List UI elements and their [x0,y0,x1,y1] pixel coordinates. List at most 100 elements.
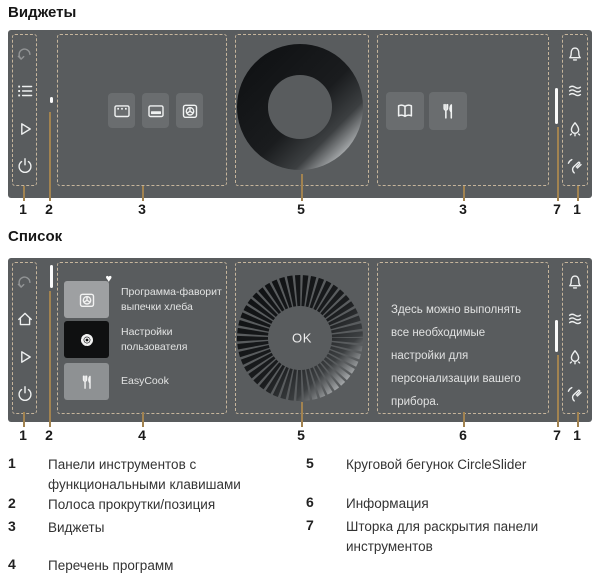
callout-line [557,355,559,427]
section-title-widgets: Виджеты [8,4,77,21]
callout-line [142,412,144,427]
legend-item: 3 Виджеты [8,518,298,538]
scroll-position-indicator[interactable] [50,97,53,103]
settings-tile-selected[interactable] [64,321,109,358]
home-button[interactable] [14,308,36,330]
power-button[interactable] [14,155,36,177]
callout-number: 3 [459,201,467,217]
callout-number: 2 [45,427,53,443]
legend-item: 4 Перечень программ [8,556,298,576]
oven-light-icon [565,347,585,367]
list-item[interactable]: ♥ Программа-фаворит выпечки хлеба [64,274,239,318]
start-button[interactable] [14,118,36,140]
callout-line [463,412,465,427]
widget-microwave[interactable] [176,93,203,128]
callout-number: 1 [19,427,27,443]
legend-item: 7 Шторка для раскрытия панели инструмент… [306,517,592,557]
toolbar-right [562,262,588,414]
legend-text: Круговой бегунок CircleSlider [346,457,527,472]
oven-light-icon [565,119,585,139]
callout-number: 6 [459,427,467,443]
info-region: Здесь можно выполнять все необходимые на… [377,262,549,414]
program-list-region: ♥ Программа-фаворит выпечки хлеба Настро… [57,262,227,414]
steam-icon [565,309,585,329]
legend-text: Полоса прокрутки/позиция [48,497,216,512]
legend-number: 6 [306,494,314,510]
steam-button[interactable] [564,308,586,330]
warming-drawer-icon [146,101,166,121]
legend-text: Виджеты [48,520,105,535]
program-tile-favorite[interactable]: ♥ [64,274,112,318]
legend-text: Панели инструментов с функциональными кл… [48,457,241,492]
callout-number: 5 [297,427,305,443]
toolbar-right [562,34,588,186]
callout-number: 7 [553,427,561,443]
hand-swipe-icon [565,384,585,404]
section-title-list: Список [8,228,63,245]
circle-slider-ok-label: OK [292,330,312,346]
callout-line [49,112,51,201]
list-item[interactable]: EasyCook [64,363,239,400]
widget-warming-drawer[interactable] [142,93,169,128]
steam-button[interactable] [564,80,586,102]
callout-line [577,412,579,427]
toolbar-left [12,262,37,414]
legend-item: 1 Панели инструментов с функциональными … [8,455,298,495]
start-button[interactable] [14,346,36,368]
scrollbar[interactable] [50,265,53,288]
callout-number: 1 [573,427,581,443]
back-icon [15,44,35,64]
callout-number: 4 [138,427,146,443]
back-button[interactable] [14,271,36,293]
power-icon [15,156,35,176]
cookbook-icon [394,100,416,122]
circle-slider[interactable] [235,273,365,403]
alarm-button[interactable] [564,43,586,65]
play-icon [15,119,35,139]
back-button[interactable] [14,43,36,65]
steam-icon [565,81,585,101]
circle-slider[interactable] [235,42,365,172]
widget-oven[interactable] [108,93,135,128]
callout-line [23,412,25,427]
easycook-tile[interactable] [64,363,109,400]
favorite-heart-icon: ♥ [105,273,112,285]
toolbar-curtain-handle[interactable] [555,320,558,352]
power-button[interactable] [14,383,36,405]
toolbar-curtain-handle[interactable] [555,88,558,124]
callout-number: 3 [138,201,146,217]
callout-number: 2 [45,201,53,217]
legend-item: 5 Круговой бегунок CircleSlider [306,455,592,475]
cutlery-icon [437,100,459,122]
callout-line [23,186,25,201]
list-view-button[interactable] [14,80,36,102]
list-item[interactable]: Настройки пользователя [64,321,239,358]
oven-icon [112,101,132,121]
bell-icon [565,272,585,292]
legend-number: 4 [8,556,16,572]
widgets-region-right [377,34,549,186]
widgets-region [57,34,227,186]
callout-line [301,174,303,201]
widget-cookbook[interactable] [386,92,424,130]
alarm-button[interactable] [564,271,586,293]
play-icon [15,347,35,367]
gesture-button[interactable] [564,155,586,177]
callout-number: 1 [573,201,581,217]
list-icon [15,81,35,101]
display-panel-list: ♥ Программа-фаворит выпечки хлеба Настро… [8,258,592,422]
callout-line [557,127,559,201]
widget-dining[interactable] [429,92,467,130]
oven-light-button[interactable] [564,118,586,140]
legend-number: 3 [8,518,16,534]
oven-light-button[interactable] [564,346,586,368]
info-text: Здесь можно выполнять все необходимые на… [391,304,522,408]
legend-text: Информация [346,496,429,511]
bell-icon [565,44,585,64]
legend-text: Шторка для раскрытия панели инструментов [346,519,539,554]
legend-number: 2 [8,495,16,511]
gesture-button[interactable] [564,383,586,405]
callout-number: 7 [553,201,561,217]
legend-item: 6 Информация [306,494,592,514]
list-item-label: Программа-фаворит выпечки хлеба [121,285,222,313]
